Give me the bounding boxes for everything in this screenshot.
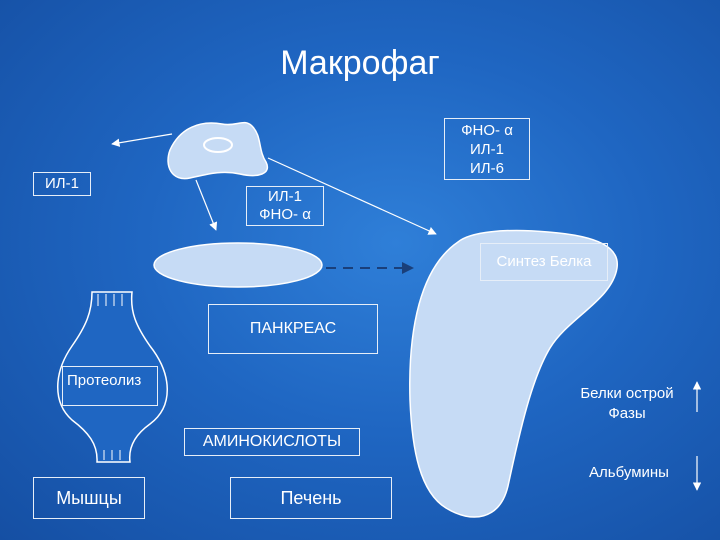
dashed-arrow-head <box>402 262 414 274</box>
il6-top-right-label: ИЛ-6 <box>470 159 504 177</box>
vase-top-stripes <box>97 294 123 306</box>
muscle-vase <box>57 291 168 463</box>
amino-acids-label: АМИНОКИСЛОТЫ <box>202 433 342 450</box>
page-title: Макрофаг <box>280 44 440 82</box>
acute-phase-line-2: Фазы <box>608 405 646 422</box>
proteolysis-label: Протеолиз <box>67 372 142 389</box>
protein-synthesis-label: Синтез Белка <box>496 253 592 270</box>
il1-left-label: ИЛ-1 <box>45 175 79 192</box>
protein-synthesis-box: Синтез Белка <box>480 243 608 281</box>
il1-tnf-center-box: ИЛ-1 ФНО- α <box>246 186 324 226</box>
acute-phase-proteins-text: Белки острой Фазы <box>566 384 688 424</box>
arrow-macrophage-to-liver <box>267 157 437 235</box>
il1-left-box: ИЛ-1 <box>33 172 91 196</box>
pancreas-shape <box>153 242 323 288</box>
proteolysis-box: Протеолиз <box>62 366 158 406</box>
vase-bottom-stripes <box>103 450 121 460</box>
pancreas-box: ПАНКРЕАС <box>208 304 378 354</box>
muscles-box: Мышцы <box>33 477 145 519</box>
amino-acids-box: АМИНОКИСЛОТЫ <box>184 428 360 456</box>
il1-top-right-label: ИЛ-1 <box>470 140 504 158</box>
tnf-top-right-label: ФНО- α <box>461 121 513 139</box>
liver-label: Печень <box>280 488 342 508</box>
muscles-label: Мышцы <box>56 488 122 508</box>
il1-center-label: ИЛ-1 <box>268 188 302 205</box>
arrow-macrophage-to-il1 <box>111 133 173 147</box>
arrow-macrophage-to-pancreas <box>195 179 218 231</box>
liver-shape <box>409 229 618 518</box>
albumins-text: Альбумины <box>589 464 669 481</box>
tnf-center-label: ФНО- α <box>259 206 311 223</box>
macrophage-nucleus <box>203 137 233 153</box>
acute-phase-line-1: Белки острой <box>580 385 674 402</box>
pancreas-label: ПАНКРЕАС <box>249 320 337 337</box>
liver-box: Печень <box>230 477 392 519</box>
cytokines-top-right-box: ФНО- α ИЛ-1 ИЛ-6 <box>444 118 530 180</box>
